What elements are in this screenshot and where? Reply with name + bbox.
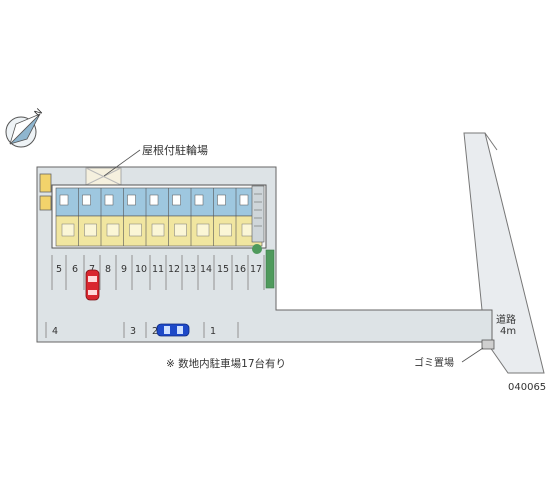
window [172, 194, 181, 206]
parking-space-number: 12 [168, 264, 180, 275]
parking-space-number: 6 [72, 264, 78, 275]
parking-row-bottom: 4 3 2 1 [45, 322, 239, 338]
parking-space-number: 7 [89, 264, 95, 275]
parking-space-number: 14 [200, 264, 212, 275]
room [61, 223, 75, 237]
parking-space-number: 5 [56, 264, 62, 275]
window [59, 194, 69, 206]
bike-parking-area [85, 167, 122, 186]
apartment-building [51, 184, 267, 249]
road-width-label: 4m [500, 326, 516, 337]
room [84, 223, 97, 237]
garbage-box [481, 339, 495, 350]
bike-parking-leader [103, 149, 141, 177]
window [239, 194, 249, 206]
window [82, 194, 91, 206]
map-code: 040065 [508, 382, 546, 393]
parking-note: ※ 数地内駐車場17台有り [166, 357, 286, 370]
compass-icon: N [5, 107, 45, 148]
parking-space-number: 3 [130, 326, 136, 337]
parking-space-number: 10 [135, 264, 147, 275]
window [104, 194, 114, 206]
unit-dividers [59, 188, 255, 246]
parking-space-number: 17 [250, 264, 262, 275]
room [129, 223, 142, 237]
tree [252, 244, 262, 254]
blue-car-icon [156, 323, 190, 337]
parking-space-number: 9 [121, 264, 127, 275]
window [127, 194, 136, 206]
room [106, 223, 120, 237]
garbage-leader [461, 347, 484, 363]
parking-space-number: 13 [184, 264, 196, 275]
compass-letter: N [33, 107, 45, 119]
road-label: 道路 [496, 313, 516, 326]
parking-space-number: 16 [234, 264, 246, 275]
garbage-label: ゴミ置場 [414, 356, 454, 369]
parking-space-number: 4 [52, 326, 58, 337]
parking-space-number: 1 [210, 326, 216, 337]
parking-space-number: 2 [152, 326, 158, 337]
window [217, 194, 226, 206]
bike-parking-label: 屋根付駐輪場 [142, 143, 208, 157]
room [219, 223, 232, 237]
window [149, 194, 159, 206]
room [196, 223, 210, 237]
red-car-icon [85, 269, 100, 301]
window [194, 194, 204, 206]
parking-space-number: 15 [217, 264, 229, 275]
parking-space-number: 11 [152, 264, 164, 275]
hedge [265, 249, 275, 289]
parking-space-number: 8 [105, 264, 111, 275]
utility-box-2 [39, 195, 52, 211]
utility-box [39, 173, 52, 193]
room [174, 223, 187, 237]
room [151, 223, 165, 237]
